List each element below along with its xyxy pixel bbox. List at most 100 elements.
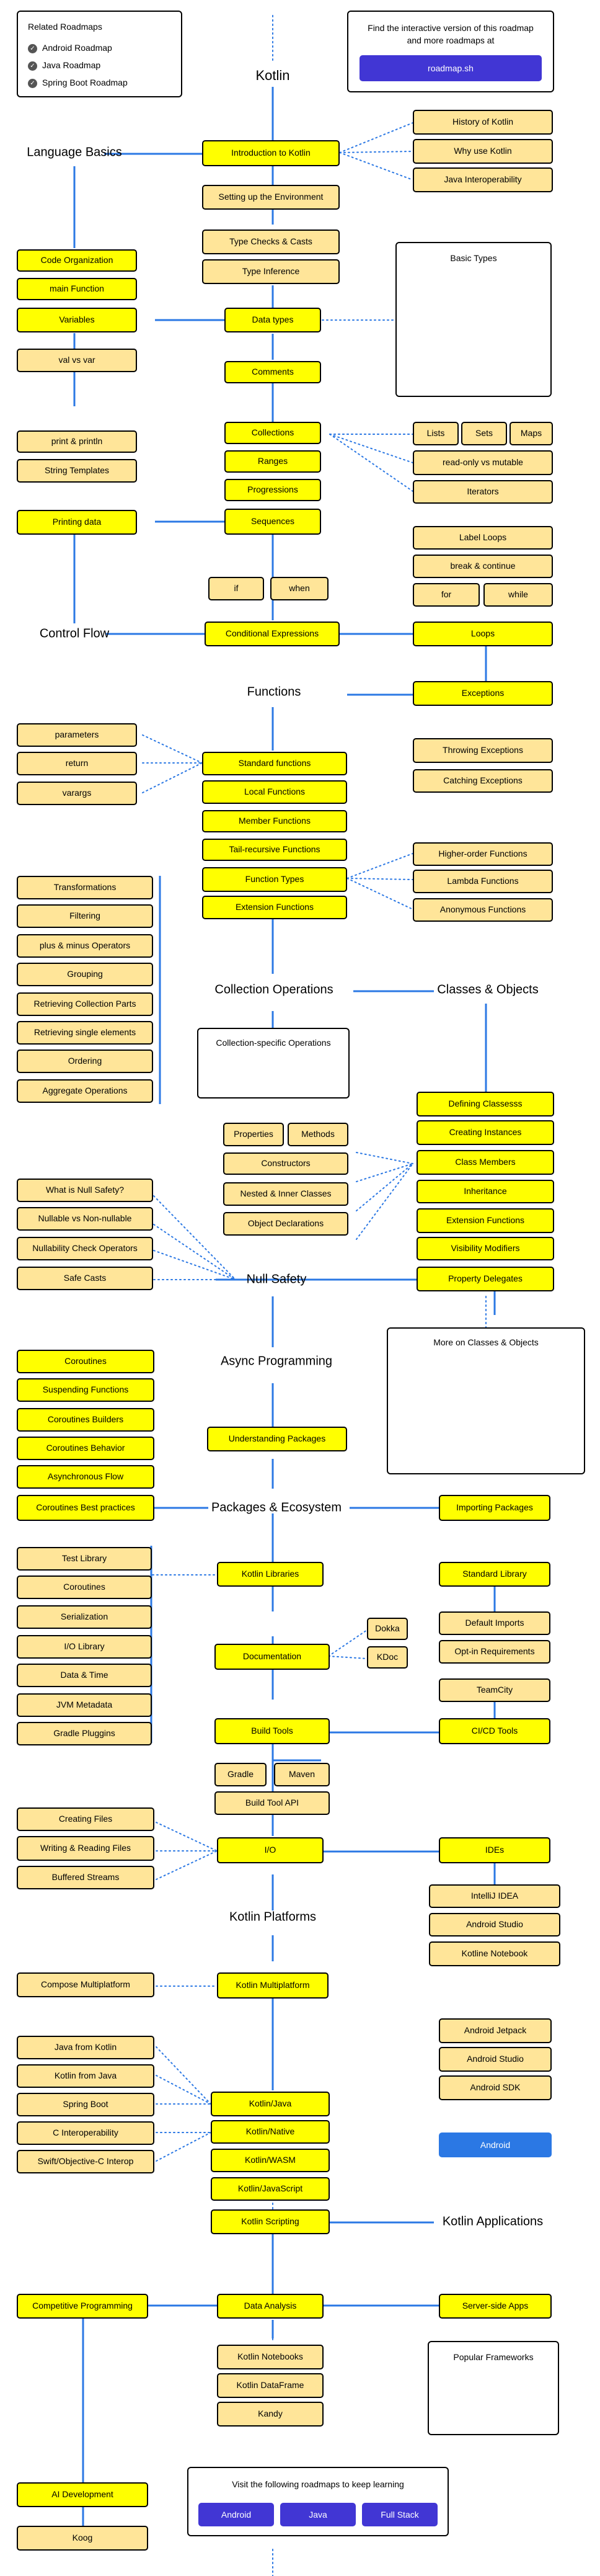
node-throwing-exc[interactable]: Throwing Exceptions [413,738,553,763]
node-tailrec-fns[interactable]: Tail-recursive Functions [202,839,347,861]
node-main-fn[interactable]: main Function [17,278,137,300]
node-plus-minus[interactable]: plus & minus Operators [17,934,153,958]
node-kotlin-native[interactable]: Kotlin/Native [211,2120,330,2144]
node-jvm-metadata[interactable]: JVM Metadata [17,1693,152,1717]
node-standard-library[interactable]: Standard Library [439,1562,550,1587]
node-server-side[interactable]: Server-side Apps [439,2294,552,2319]
node-kotlin-notebooks[interactable]: Kotlin Notebooks [217,2345,324,2369]
node-maps[interactable]: Maps [510,422,553,445]
node-cicd-tools[interactable]: CI/CD Tools [439,1718,550,1744]
node-inheritance[interactable]: Inheritance [417,1180,554,1203]
node-when[interactable]: when [270,577,329,600]
node-lists[interactable]: Lists [413,422,459,445]
node-android-jetpack[interactable]: Android Jetpack [439,2018,552,2043]
node-intellij[interactable]: IntelliJ IDEA [429,1884,560,1908]
node-nullability-ops[interactable]: Nullability Check Operators [17,1237,153,1260]
node-android[interactable]: Android [439,2133,552,2157]
node-what-null-safety[interactable]: What is Null Safety? [17,1179,153,1202]
node-property-delegates[interactable]: Property Delegates [417,1267,554,1291]
node-understanding-packages[interactable]: Understanding Packages [207,1427,347,1451]
node-kotlin-dataframe[interactable]: Kotlin DataFrame [217,2373,324,2398]
node-ordering[interactable]: Ordering [17,1050,153,1073]
node-android-sdk[interactable]: Android SDK [439,2075,552,2100]
node-retrieving-single[interactable]: Retrieving single elements [17,1021,153,1045]
node-kandy[interactable]: Kandy [217,2402,324,2427]
node-type-checks[interactable]: Type Checks & Casts [202,230,340,254]
node-iterators[interactable]: Iterators [413,480,553,504]
node-parameters[interactable]: parameters [17,723,137,747]
node-higher-order[interactable]: Higher-order Functions [413,842,553,866]
node-test-library[interactable]: Test Library [17,1547,152,1571]
node-spring-boot[interactable]: Spring Boot [17,2093,154,2116]
node-creating-instances[interactable]: Creating Instances [417,1120,554,1145]
node-constructors[interactable]: Constructors [223,1152,348,1175]
node-visibility-mod[interactable]: Visibility Modifiers [417,1237,554,1260]
node-gradle-plugins[interactable]: Gradle Pluggins [17,1722,152,1745]
node-buffered-streams[interactable]: Buffered Streams [17,1866,154,1889]
node-safe-casts[interactable]: Safe Casts [17,1267,153,1290]
node-standard-fns[interactable]: Standard functions [202,752,347,775]
node-coroutines-behavior[interactable]: Coroutines Behavior [17,1437,154,1460]
node-setting-env[interactable]: Setting up the Environment [202,185,340,210]
node-transformations[interactable]: Transformations [17,876,153,899]
node-android-studio-ide[interactable]: Android Studio [429,1913,560,1936]
node-koog[interactable]: Koog [17,2526,148,2551]
node-kotlin-from-java[interactable]: Kotlin from Java [17,2064,154,2088]
node-coroutines-best[interactable]: Coroutines Best practices [17,1495,154,1521]
node-sequences[interactable]: Sequences [224,509,321,535]
node-variables[interactable]: Variables [17,308,137,332]
node-optin-req[interactable]: Opt-in Requirements [439,1640,550,1664]
node-grouping[interactable]: Grouping [17,963,153,986]
node-importing-packages[interactable]: Importing Packages [439,1495,550,1521]
node-printing-data[interactable]: Printing data [17,510,137,535]
node-async-flow[interactable]: Asynchronous Flow [17,1465,154,1489]
node-ides[interactable]: IDEs [439,1837,550,1863]
node-sets[interactable]: Sets [461,422,507,445]
node-date-time[interactable]: Data & Time [17,1664,152,1687]
node-c-interop[interactable]: C Interoperability [17,2121,154,2145]
node-swift-interop[interactable]: Swift/Objective-C Interop [17,2150,154,2173]
related-item-spring-boot[interactable]: ✓Spring Boot Roadmap [28,78,128,88]
node-kotlin-scripting[interactable]: Kotlin Scripting [211,2209,330,2234]
node-dokka[interactable]: Dokka [367,1618,408,1640]
node-ranges[interactable]: Ranges [224,450,321,473]
node-io[interactable]: I/O [217,1837,324,1863]
node-nullable-nonnull[interactable]: Nullable vs Non-nullable [17,1207,153,1231]
node-intro[interactable]: Introduction to Kotlin [202,140,340,166]
node-class-members[interactable]: Class Members [417,1150,554,1175]
roadmap-sh-button[interactable]: roadmap.sh [360,55,542,81]
node-comments[interactable]: Comments [224,361,321,383]
node-anonymous-fns[interactable]: Anonymous Functions [413,898,553,922]
node-android-studio[interactable]: Android Studio [439,2047,552,2072]
node-java-from-kotlin[interactable]: Java from Kotlin [17,2036,154,2059]
node-coroutines-builders[interactable]: Coroutines Builders [17,1408,154,1432]
node-history[interactable]: History of Kotlin [413,110,553,135]
node-ai-dev[interactable]: AI Development [17,2482,148,2507]
node-cond-expr[interactable]: Conditional Expressions [205,622,340,646]
node-lib-coroutines[interactable]: Coroutines [17,1575,152,1599]
node-kotlin-js[interactable]: Kotlin/JavaScript [211,2177,330,2201]
node-while[interactable]: while [483,583,553,607]
visit-android-button[interactable]: Android [198,2503,274,2526]
node-val-var[interactable]: val vs var [17,349,137,372]
node-if[interactable]: if [208,577,264,600]
node-string-templates[interactable]: String Templates [17,459,137,483]
node-serialization[interactable]: Serialization [17,1605,152,1629]
node-methods[interactable]: Methods [288,1123,348,1146]
node-local-fns[interactable]: Local Functions [202,780,347,804]
node-java-interop[interactable]: Java Interoperability [413,167,553,192]
node-extension-fns[interactable]: Extension Functions [202,896,347,919]
node-member-fns[interactable]: Member Functions [202,810,347,832]
node-function-types[interactable]: Function Types [202,867,347,892]
node-kotlin-libraries[interactable]: Kotlin Libraries [217,1562,324,1587]
node-return[interactable]: return [17,752,137,775]
node-maven[interactable]: Maven [274,1763,330,1786]
node-build-tool-api[interactable]: Build Tool API [214,1791,330,1815]
node-lambda-fns[interactable]: Lambda Functions [413,870,553,893]
node-data-analysis[interactable]: Data Analysis [217,2294,324,2319]
node-type-inference[interactable]: Type Inference [202,259,340,284]
node-readonly-mutable[interactable]: read-only vs mutable [413,450,553,475]
node-code-org[interactable]: Code Organization [17,249,137,272]
node-defining-classes[interactable]: Defining Classesss [417,1092,554,1116]
node-why-use[interactable]: Why use Kotlin [413,139,553,164]
